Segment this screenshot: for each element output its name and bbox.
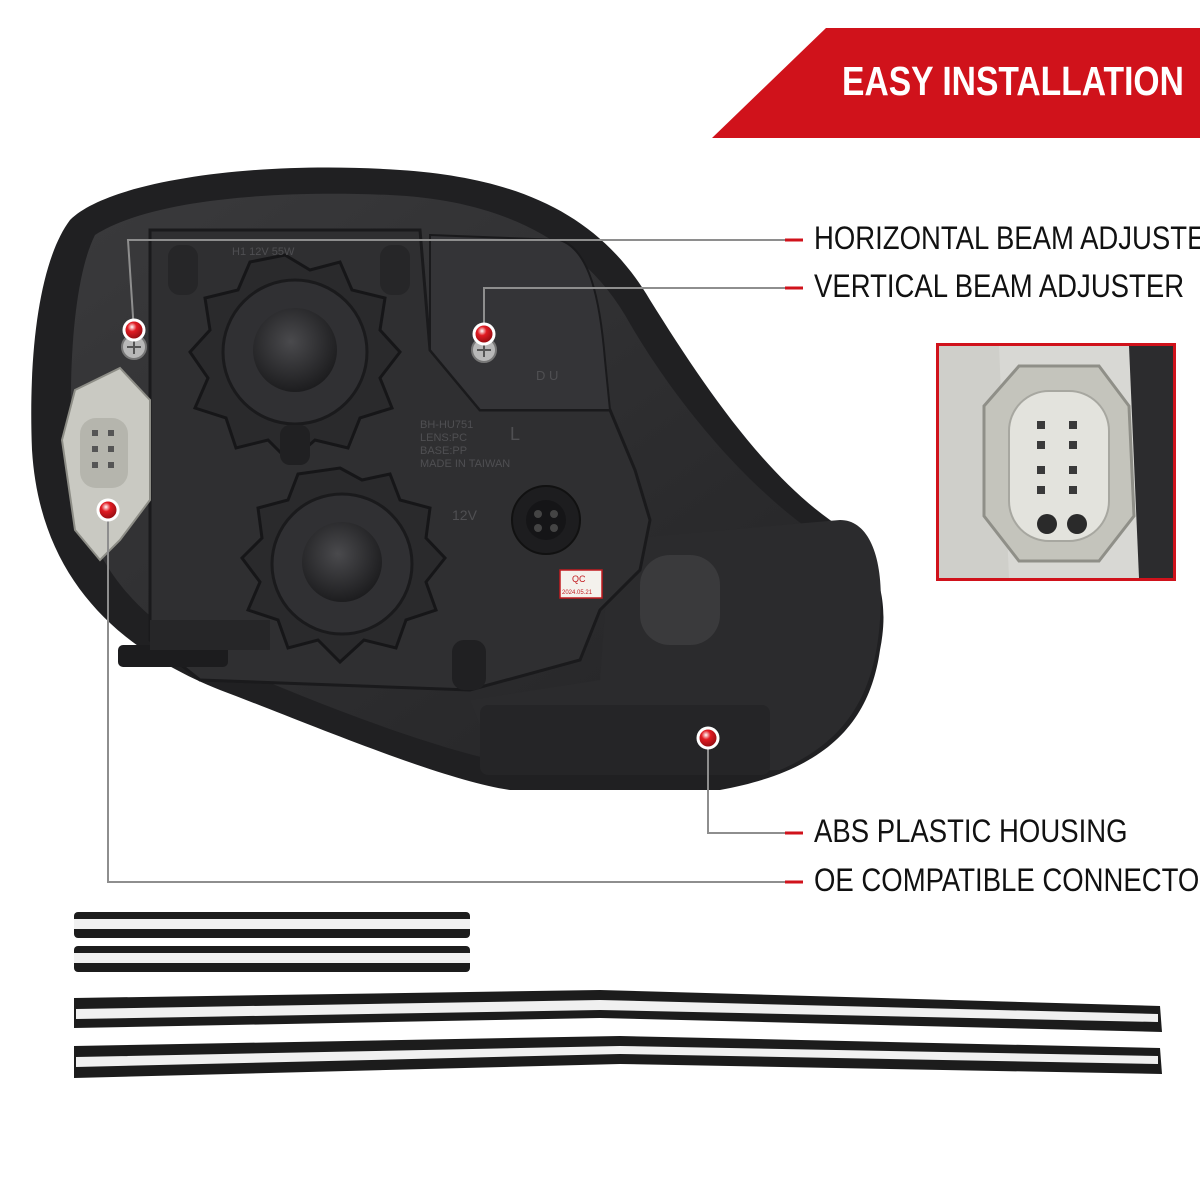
dot-vertical bbox=[472, 322, 496, 346]
direction-text: D U bbox=[536, 368, 558, 383]
connector-closeup bbox=[939, 346, 1173, 578]
lens-text: LENS:PC bbox=[420, 432, 467, 444]
connector-closeup-inset bbox=[936, 343, 1176, 581]
seal-strip-2 bbox=[74, 946, 470, 972]
label-abs-plastic-housing: ABS PLASTIC HOUSING bbox=[814, 813, 1128, 849]
side-text: L bbox=[510, 424, 520, 444]
banner-shape bbox=[712, 28, 1200, 138]
housing-markings: H1 12V 55W BH-HU751 LENS:PC BASE:PP MADE… bbox=[232, 246, 558, 523]
callout-lines bbox=[107, 239, 785, 883]
label-oe-compatible-connector: OE COMPATIBLE CONNECTOR bbox=[814, 862, 1200, 898]
callout-line-vertical bbox=[483, 287, 785, 336]
bulb-spec-text: H1 12V 55W bbox=[232, 246, 295, 258]
banner-title: EASY INSTALLATION bbox=[842, 58, 1184, 104]
callout-line-ends bbox=[785, 238, 803, 884]
qc-sticker: QC 2024.05.21 bbox=[559, 569, 603, 599]
label-vertical-beam-adjuster: VERTICAL BEAM ADJUSTER bbox=[814, 268, 1185, 304]
dot-housing bbox=[696, 726, 720, 750]
callout-line-horizontal bbox=[126, 239, 785, 333]
callout-line-connector bbox=[107, 510, 785, 883]
seal-strip-3 bbox=[74, 990, 1162, 1032]
header-banner bbox=[712, 28, 1200, 138]
base-text: BASE:PP bbox=[420, 445, 467, 457]
voltage-text: 12V bbox=[452, 507, 478, 523]
callout-dots bbox=[96, 318, 720, 750]
model-text: BH-HU751 bbox=[420, 419, 473, 431]
label-horizontal-beam-adjuster: HORIZONTAL BEAM ADJUSTER bbox=[814, 220, 1200, 256]
qc-title: QC bbox=[572, 574, 586, 584]
dot-connector bbox=[96, 498, 120, 522]
seal-strip-1 bbox=[74, 912, 470, 938]
bulb-cap-lower bbox=[240, 466, 486, 690]
seal-strips bbox=[74, 912, 1162, 1078]
qc-date: 2024.05.21 bbox=[562, 590, 593, 596]
origin-text: MADE IN TAIWAN bbox=[420, 458, 510, 470]
headlight-housing bbox=[31, 167, 884, 790]
connector-plug bbox=[60, 366, 151, 562]
round-socket bbox=[511, 485, 581, 555]
seal-strip-4 bbox=[74, 1036, 1162, 1078]
dot-horizontal bbox=[122, 318, 146, 342]
callout-line-housing bbox=[707, 740, 785, 834]
bulb-cap-upper bbox=[168, 245, 410, 465]
